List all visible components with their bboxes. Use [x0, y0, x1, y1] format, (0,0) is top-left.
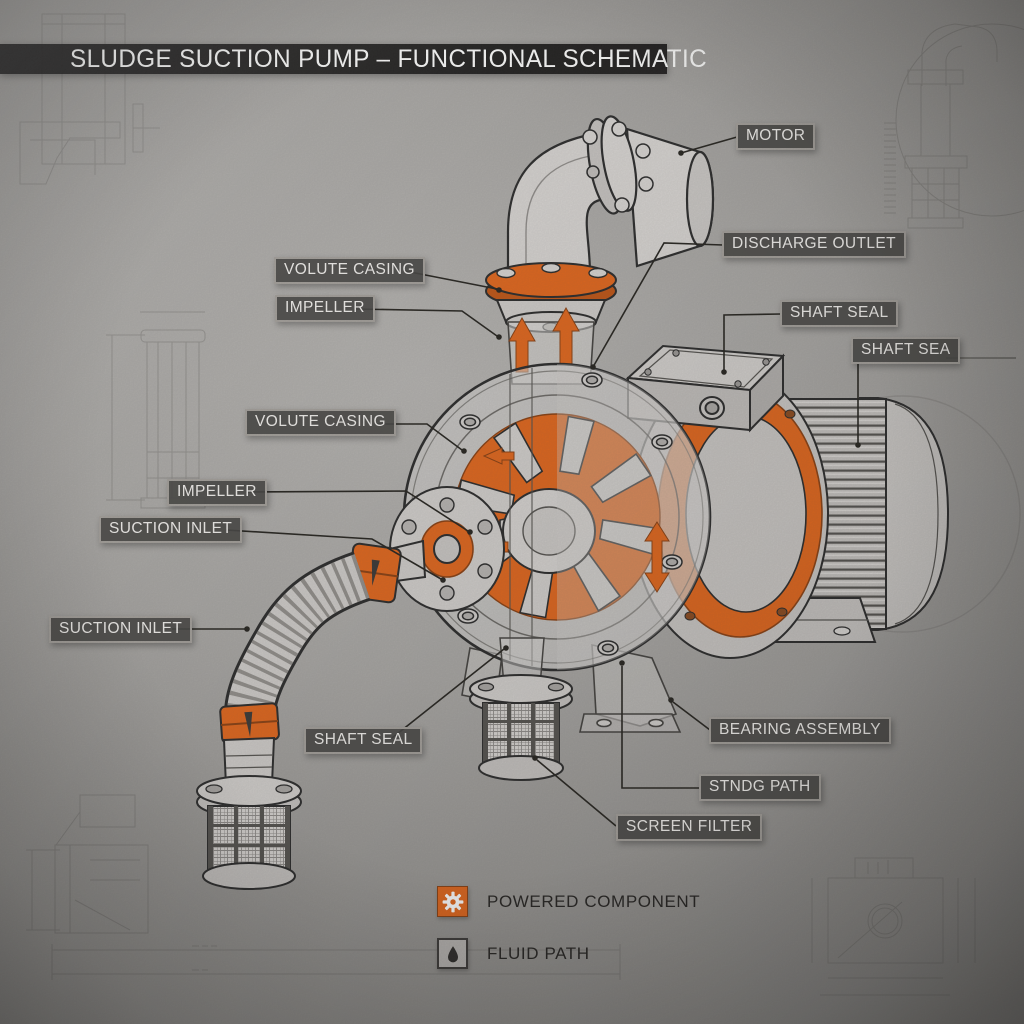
suction-strainer-assembly [196, 702, 302, 890]
legend-fluid-path: FLUID PATH [437, 938, 590, 969]
label-impeller-mid: IMPELLER [167, 479, 267, 506]
page-title: SLUDGE SUCTION PUMP – FUNCTIONAL SCHEMAT… [70, 44, 708, 73]
label-suction-inlet-left: SUCTION INLET [49, 616, 193, 643]
label-stndg-path: STNDG PATH [699, 774, 821, 801]
discharge-elbow [506, 115, 715, 276]
label-volute-casing-mid: VOLUTE CASING [245, 409, 396, 436]
label-motor: MOTOR [736, 123, 816, 150]
suction-hose [224, 551, 371, 715]
title-bar: SLUDGE SUCTION PUMP – FUNCTIONAL SCHEMAT… [0, 44, 707, 74]
label-shaft-seal-lower: SHAFT SEAL [304, 727, 423, 754]
droplet-icon [437, 938, 468, 969]
label-impeller-top: IMPELLER [275, 295, 375, 322]
label-bearing-assembly: BEARING ASSEMBLY [709, 717, 892, 744]
blueprint-top-left [19, 13, 160, 185]
legend-fluid-label: FLUID PATH [487, 943, 590, 963]
label-discharge-outlet: DISCHARGE OUTLET [722, 231, 907, 258]
legend-powered-component: POWERED COMPONENT [437, 886, 700, 917]
legend-powered-label: POWERED COMPONENT [487, 891, 701, 911]
blueprint-bottom-right [811, 857, 976, 996]
label-volute-casing-top: VOLUTE CASING [274, 257, 425, 284]
gear-icon [437, 886, 468, 917]
label-shaft-seal-right: SHAFT SEAL [780, 300, 899, 327]
blueprint-top-right [884, 23, 1024, 229]
label-shaft-seal-partial: SHAFT SEA [851, 337, 961, 364]
label-suction-inlet-top: SUCTION INLET [99, 516, 243, 543]
label-screen-filter: SCREEN FILTER [616, 814, 763, 841]
